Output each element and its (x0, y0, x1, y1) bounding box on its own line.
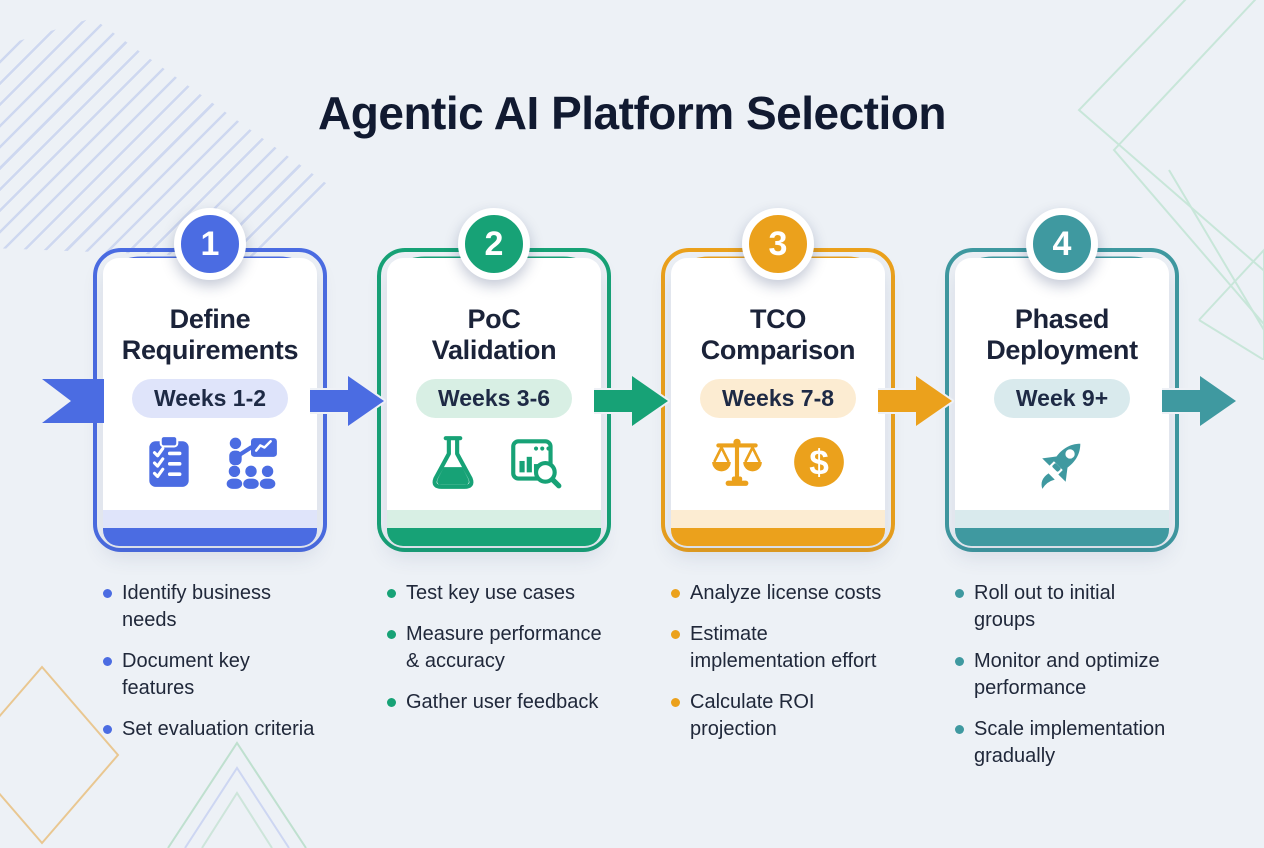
rocket-icon (1041, 443, 1081, 489)
card-accent-strip (387, 510, 601, 528)
bullet-dot-icon (103, 589, 112, 598)
phase-card-phased-deployment: Phased Deployment Week 9+ 4 (945, 208, 1179, 552)
phase-icons (424, 433, 564, 491)
bullet-text: Estimate implementation effort (690, 623, 877, 672)
arrow-right-icon (878, 374, 954, 428)
bullet-item: Document key features (93, 648, 355, 702)
bullet-dot-icon (955, 589, 964, 598)
bullet-text: Gather user feedback (406, 691, 599, 713)
bullet-item: Measure performance & accuracy (377, 621, 639, 675)
bullet-dot-icon (671, 589, 680, 598)
week-range-badge: Weeks 7-8 (699, 379, 857, 418)
card-tray (955, 528, 1169, 546)
phase-icons (140, 433, 280, 491)
step-number: 3 (768, 224, 788, 263)
bullet-dot-icon (387, 589, 396, 598)
bullet-text: Roll out to initial groups (974, 582, 1116, 631)
bullet-text: Scale implementation gradually (974, 718, 1166, 767)
card-tray (387, 528, 601, 546)
bullet-text: Identify business needs (122, 582, 271, 631)
bullet-item: Identify business needs (93, 580, 355, 634)
arrow-right-icon (310, 374, 386, 428)
card-tray (103, 528, 317, 546)
week-range-badge: Week 9+ (993, 379, 1131, 418)
bullet-dot-icon (671, 630, 680, 639)
bullet-item: Roll out to initial groups (945, 580, 1207, 634)
bullet-item: Calculate ROI projection (661, 689, 923, 743)
phase-card-define-requirements: Define Requirements Weeks 1-2 (93, 208, 327, 552)
balance-scale-icon (712, 438, 762, 486)
page-title: Agentic AI Platform Selection (318, 87, 946, 139)
bullet-dot-icon (955, 725, 964, 734)
flask-icon (432, 436, 474, 489)
presentation-audience-icon (226, 437, 277, 489)
bullet-item: Estimate implementation effort (661, 621, 923, 675)
card-tray (671, 528, 885, 546)
phase-card-tco-comparison: TCO Comparison Weeks 7-8 $ (661, 208, 895, 552)
bullet-text: Measure performance & accuracy (406, 623, 602, 672)
card-body: Phased Deployment Week 9+ (955, 258, 1169, 546)
card-accent-strip (955, 510, 1169, 528)
phase-1-bullet-list: Identify business needs Document key fea… (93, 580, 355, 757)
step-number-badge: 1 (174, 208, 246, 280)
bullet-item: Gather user feedback (377, 689, 639, 716)
clipboard-checklist-icon (149, 435, 189, 487)
arrow-right-icon (594, 374, 670, 428)
phase-2-bullet-list: Test key use cases Measure performance &… (377, 580, 639, 730)
bullet-dot-icon (387, 698, 396, 707)
arrow-right-icon (1162, 374, 1238, 428)
bullet-dot-icon (103, 725, 112, 734)
bullet-dot-icon (671, 698, 680, 707)
step-number-badge: 4 (1026, 208, 1098, 280)
card-accent-strip (103, 510, 317, 528)
card-body: PoC Validation Weeks 3-6 (387, 258, 601, 546)
bullet-item: Set evaluation criteria (93, 716, 355, 743)
bullet-text: Document key features (122, 650, 250, 699)
svg-text:$: $ (809, 443, 829, 482)
phase-title: PoC Validation (431, 304, 557, 365)
chart-magnifier-icon (511, 439, 562, 489)
bullet-dot-icon (103, 657, 112, 666)
bullet-item: Monitor and optimize performance (945, 648, 1207, 702)
card-body: TCO Comparison Weeks 7-8 $ (671, 258, 885, 546)
week-range-badge: Weeks 1-2 (131, 379, 289, 418)
bullet-text: Calculate ROI projection (690, 691, 815, 740)
week-range-badge: Weeks 3-6 (415, 379, 573, 418)
bullet-item: Analyze license costs (661, 580, 923, 607)
card-accent-strip (671, 510, 885, 528)
bullet-text: Set evaluation criteria (122, 718, 315, 740)
phase-icons (1033, 433, 1091, 491)
step-number: 4 (1052, 224, 1072, 263)
phase-title: Define Requirements (121, 304, 299, 365)
bullet-text: Analyze license costs (690, 582, 882, 604)
step-number: 2 (484, 224, 504, 263)
phase-4-bullet-list: Roll out to initial groups Monitor and o… (945, 580, 1207, 784)
dollar-coin-icon: $ (794, 437, 844, 487)
phase-icons: $ (708, 433, 848, 491)
bullet-dot-icon (955, 657, 964, 666)
step-number-badge: 2 (458, 208, 530, 280)
step-number: 1 (200, 224, 220, 263)
step-number-badge: 3 (742, 208, 814, 280)
start-ribbon (42, 379, 104, 423)
phase-title: TCO Comparison (700, 304, 856, 365)
bullet-item: Scale implementation gradually (945, 716, 1207, 770)
bullet-dot-icon (387, 630, 396, 639)
bullet-text: Monitor and optimize performance (974, 650, 1160, 699)
phase-title: Phased Deployment (986, 304, 1138, 365)
bullet-item: Test key use cases (377, 580, 639, 607)
bullet-text: Test key use cases (406, 582, 575, 604)
phase-card-poc-validation: PoC Validation Weeks 3-6 (377, 208, 611, 552)
card-body: Define Requirements Weeks 1-2 (103, 258, 317, 546)
phase-3-bullet-list: Analyze license costs Estimate implement… (661, 580, 923, 757)
